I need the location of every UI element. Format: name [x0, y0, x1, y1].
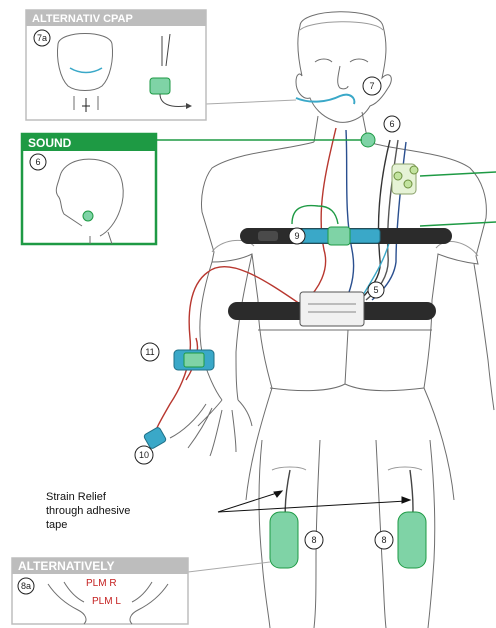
callout-9-label: 9	[294, 231, 299, 241]
strain-relief-annotation: Strain Relief through adhesive tape	[46, 491, 130, 531]
inset-cpap: ALTERNATIV CPAP 7a	[26, 10, 206, 120]
cpap-callout-label: 7a	[37, 33, 47, 43]
right-leader-1	[420, 172, 496, 176]
callout-5-label: 5	[373, 285, 378, 295]
annotation-line-3: tape	[46, 519, 67, 531]
inset-alternatively: ALTERNATIVELY 8a PLM R PLM L	[12, 558, 188, 624]
annotation-line-2: through adhesive	[46, 505, 130, 517]
wire-green-belt	[292, 206, 338, 224]
alternatively-callout-label: 8a	[21, 581, 31, 591]
nasal-cannula-tube	[296, 95, 354, 104]
face-eye-left	[315, 59, 332, 62]
cpap-inset-title: ALTERNATIV CPAP	[32, 13, 133, 25]
head-outline	[296, 12, 391, 123]
chest-belt: 9	[240, 227, 452, 245]
sound-sensor	[83, 211, 93, 221]
finger-sensor: 10	[135, 427, 167, 464]
leg-sensor-right: 8	[375, 512, 426, 568]
face-nose	[338, 66, 348, 89]
shorts-outline	[258, 330, 432, 391]
sound-inset-title: SOUND	[28, 136, 72, 150]
arm-right-outline	[200, 254, 252, 400]
wire-blue-main	[346, 130, 354, 300]
callout-10-label: 10	[139, 450, 149, 460]
callout-11-label: 11	[145, 347, 154, 357]
face-eye-right	[350, 59, 368, 62]
callout-7-label: 7	[369, 81, 374, 91]
hand-outline	[170, 400, 252, 456]
inset-sound: SOUND 6	[22, 134, 156, 244]
leg-sensor-left: 8	[270, 512, 323, 568]
cpap-leader	[206, 100, 296, 104]
annotation-line-1: Strain Relief	[46, 491, 107, 503]
wrist-unit: 11	[141, 343, 214, 370]
alternatively-inset-title: ALTERNATIVELY	[18, 559, 114, 573]
plm-left-label: PLM L	[92, 596, 121, 607]
callout-6-label: 6	[389, 119, 394, 129]
callout-8-right-label: 8	[381, 535, 386, 545]
arm-left-outline	[474, 264, 494, 410]
wire-red-main	[306, 128, 336, 300]
abdomen-belt: 5	[228, 282, 436, 326]
callout-8-left-label: 8	[311, 535, 316, 545]
ecg-electrode-cluster	[392, 164, 418, 194]
wire-bundle-2	[366, 140, 398, 300]
knee-lines	[272, 467, 422, 470]
sound-callout-label: 6	[35, 157, 40, 167]
alternatively-leader	[188, 562, 270, 572]
sensor-wires	[152, 128, 413, 540]
neck-sensor	[361, 133, 375, 147]
hair-line	[300, 22, 383, 30]
plm-right-label: PLM R	[86, 578, 117, 589]
